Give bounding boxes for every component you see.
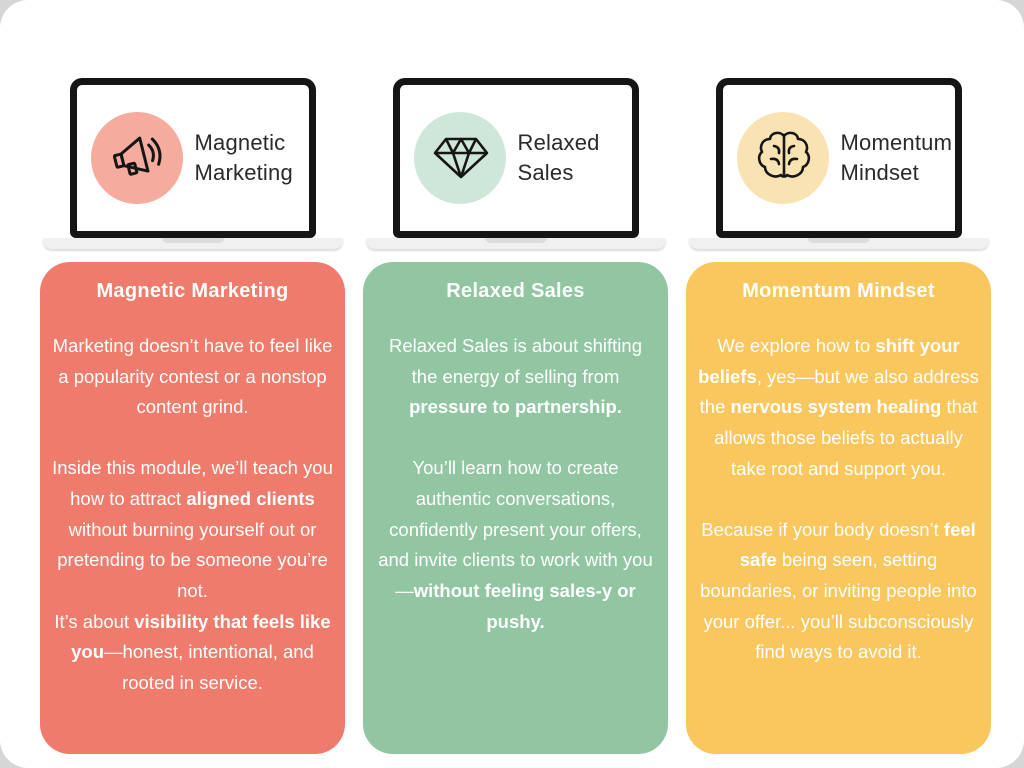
card-paragraph: Inside this module, we’ll teach you how … [52,457,333,601]
laptop-screen-title: Magnetic Marketing [194,130,293,185]
laptop-mockup: Magnetic Marketing [42,78,343,249]
megaphone-icon [112,136,161,176]
module-card-magnetic-marketing: Magnetic Marketing Marketing doesn’t hav… [40,262,345,754]
laptop-base [42,238,343,249]
laptop-screen-title: Momentum Mindset [840,130,953,185]
card-heading: Relaxed Sales [446,280,585,302]
laptop-screen: Relaxed Sales [392,78,639,238]
column-momentum-mindset: Momentum Mindset Momentum Mindset We exp… [686,0,991,768]
laptop-base-notch [161,238,224,243]
card-paragraph: Because if your body doesn’t feel safe b… [700,518,977,663]
laptop-screen-title: Relaxed Sales [517,130,600,185]
module-card-momentum-mindset: Momentum Mindset We explore how to shift… [686,262,991,754]
card-heading: Magnetic Marketing [96,280,289,302]
laptop-base-notch [807,238,870,243]
brain-icon [757,131,810,178]
laptop-base [365,238,666,249]
card-paragraph: We explore how to shift your beliefs, ye… [698,335,979,479]
card-body: We explore how to shift your beliefs, ye… [698,331,979,668]
card-body: Relaxed Sales is about shifting the ener… [375,331,656,637]
card-paragraph: You’ll learn how to create authentic con… [378,457,653,632]
icon-circle [736,112,829,204]
columns-container: Magnetic Marketing Magnetic Marketing Ma… [40,0,991,768]
laptop-mockup: Momentum Mindset [688,78,989,249]
card-paragraph: Marketing doesn’t have to feel like a po… [52,335,333,418]
laptop-screen: Momentum Mindset [715,78,962,238]
laptop-base-notch [484,238,547,243]
icon-circle [90,112,183,204]
icon-circle [413,112,506,204]
card-paragraph: It’s about visibility that feels like yo… [54,610,331,694]
column-magnetic-marketing: Magnetic Marketing Magnetic Marketing Ma… [40,0,345,768]
module-card-relaxed-sales: Relaxed Sales Relaxed Sales is about shi… [363,262,668,754]
card-body: Marketing doesn’t have to feel like a po… [52,331,333,699]
card-heading: Momentum Mindset [742,280,935,302]
column-relaxed-sales: Relaxed Sales Relaxed Sales Relaxed Sale… [363,0,668,768]
laptop-base [688,238,989,249]
laptop-mockup: Relaxed Sales [365,78,666,249]
diamond-icon [433,137,488,179]
card-paragraph: Relaxed Sales is about shifting the ener… [389,335,642,418]
laptop-screen: Magnetic Marketing [69,78,316,238]
